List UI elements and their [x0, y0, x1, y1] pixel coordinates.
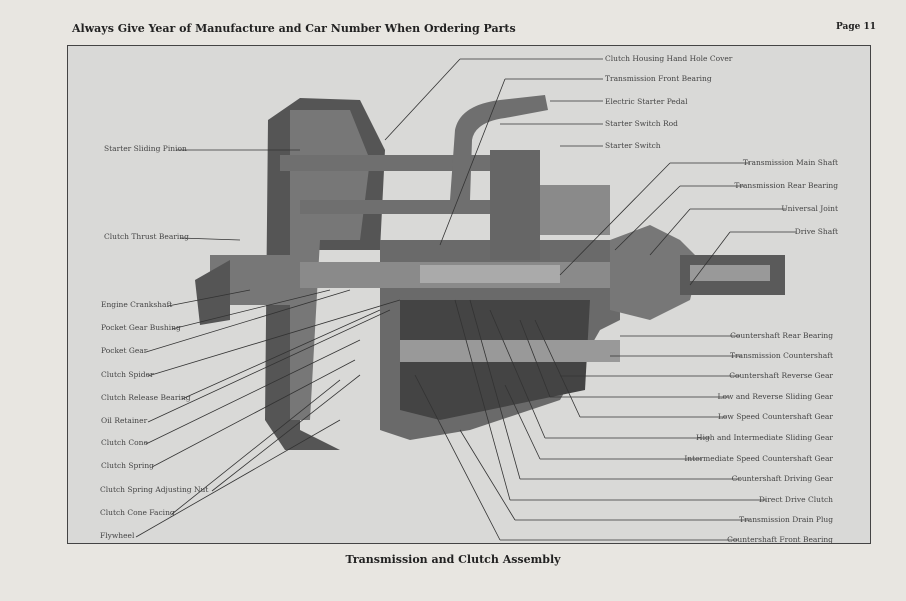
label-intermediate-speed-countershaft-gear: Intermediate Speed Countershaft Gear [684, 454, 833, 463]
label-countershaft-reverse-gear: Countershaft Reverse Gear [729, 371, 833, 380]
label-flywheel: Flywheel [100, 531, 135, 540]
main-shaft [195, 255, 620, 325]
label-electric-starter-pedal: Electric Starter Pedal [605, 97, 688, 106]
label-starter-sliding-pinion: Starter Sliding Pinion [104, 144, 187, 153]
label-starter-switch: Starter Switch [605, 141, 661, 150]
label-low-speed-countershaft-gear: Low Speed Countershaft Gear [717, 412, 833, 421]
gearbox-case [380, 240, 620, 440]
label-pocket-gear-bushing: Pocket Gear Bushing [101, 323, 181, 332]
label-universal-joint: Universal Joint [781, 204, 838, 213]
label-clutch-cone: Clutch Cone [101, 438, 148, 447]
label-countershaft-driving-gear: Countershaft Driving Gear [731, 474, 833, 483]
label-clutch-cone-facing: Clutch Cone Facing [100, 508, 175, 517]
label-transmission-rear-bearing: Transmission Rear Bearing [734, 181, 838, 190]
label-engine-crankshaft: Engine Crankshaft [101, 300, 173, 309]
label-low-reverse-sliding-gear: Low and Reverse Sliding Gear [717, 392, 833, 401]
page-header-title: Always Give Year of Manufacture and Car … [72, 22, 516, 35]
clutch-housing [265, 98, 385, 450]
label-transmission-main-shaft: Transmission Main Shaft [742, 158, 838, 167]
label-drive-shaft: Drive Shaft [794, 227, 838, 236]
label-pocket-gear: Pocket Gear [101, 346, 148, 355]
label-transmission-front-bearing: Transmission Front Bearing [605, 74, 712, 83]
leader-lines [135, 58, 796, 541]
label-transmission-countershaft: Transmission Countershaft [730, 351, 833, 360]
label-starter-switch-rod: Starter Switch Rod [605, 119, 678, 128]
label-transmission-drain-plug: Transmission Drain Plug [739, 515, 833, 524]
label-clutch-spring: Clutch Spring [101, 461, 154, 470]
label-clutch-thrust-bearing: Clutch Thrust Bearing [104, 232, 189, 241]
label-countershaft-front-bearing: Countershaft Front Bearing [727, 535, 833, 544]
label-high-intermediate-sliding-gear: High and Intermediate Sliding Gear [696, 433, 833, 442]
label-clutch-spring-adjusting-nut: Clutch Spring Adjusting Nut [100, 485, 209, 494]
label-countershaft-rear-bearing: Countershaft Rear Bearing [730, 331, 833, 340]
universal-joint [610, 225, 785, 320]
label-clutch-release-bearing: Clutch Release Bearing [101, 393, 191, 402]
starter-mechanism [280, 95, 610, 260]
page-number: Page 11 [836, 22, 877, 32]
label-clutch-housing-hand-hole-cover: Clutch Housing Hand Hole Cover [605, 54, 733, 63]
label-clutch-spider: Clutch Spider [101, 370, 154, 379]
figure-caption: Transmission and Clutch Assembly [345, 553, 561, 566]
label-oil-retainer: Oil Retainer [101, 416, 148, 425]
label-direct-drive-clutch: Direct Drive Clutch [758, 495, 833, 504]
